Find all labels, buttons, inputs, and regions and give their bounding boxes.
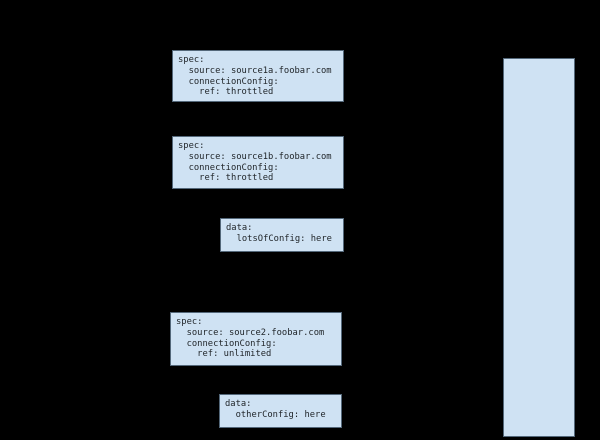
yaml-box-spec-source1b: spec: source: source1b.foobar.com connec…: [172, 136, 344, 189]
yaml-box-data-otherconfig: data: otherConfig: here: [219, 394, 342, 428]
yaml-box-spec-source2: spec: source: source2.foobar.com connect…: [170, 312, 342, 366]
yaml-box-data-lotsofconfig: data: lotsOfConfig: here: [220, 218, 344, 252]
empty-tall-panel: [503, 58, 575, 437]
yaml-box-spec-source1a: spec: source: source1a.foobar.com connec…: [172, 50, 344, 102]
